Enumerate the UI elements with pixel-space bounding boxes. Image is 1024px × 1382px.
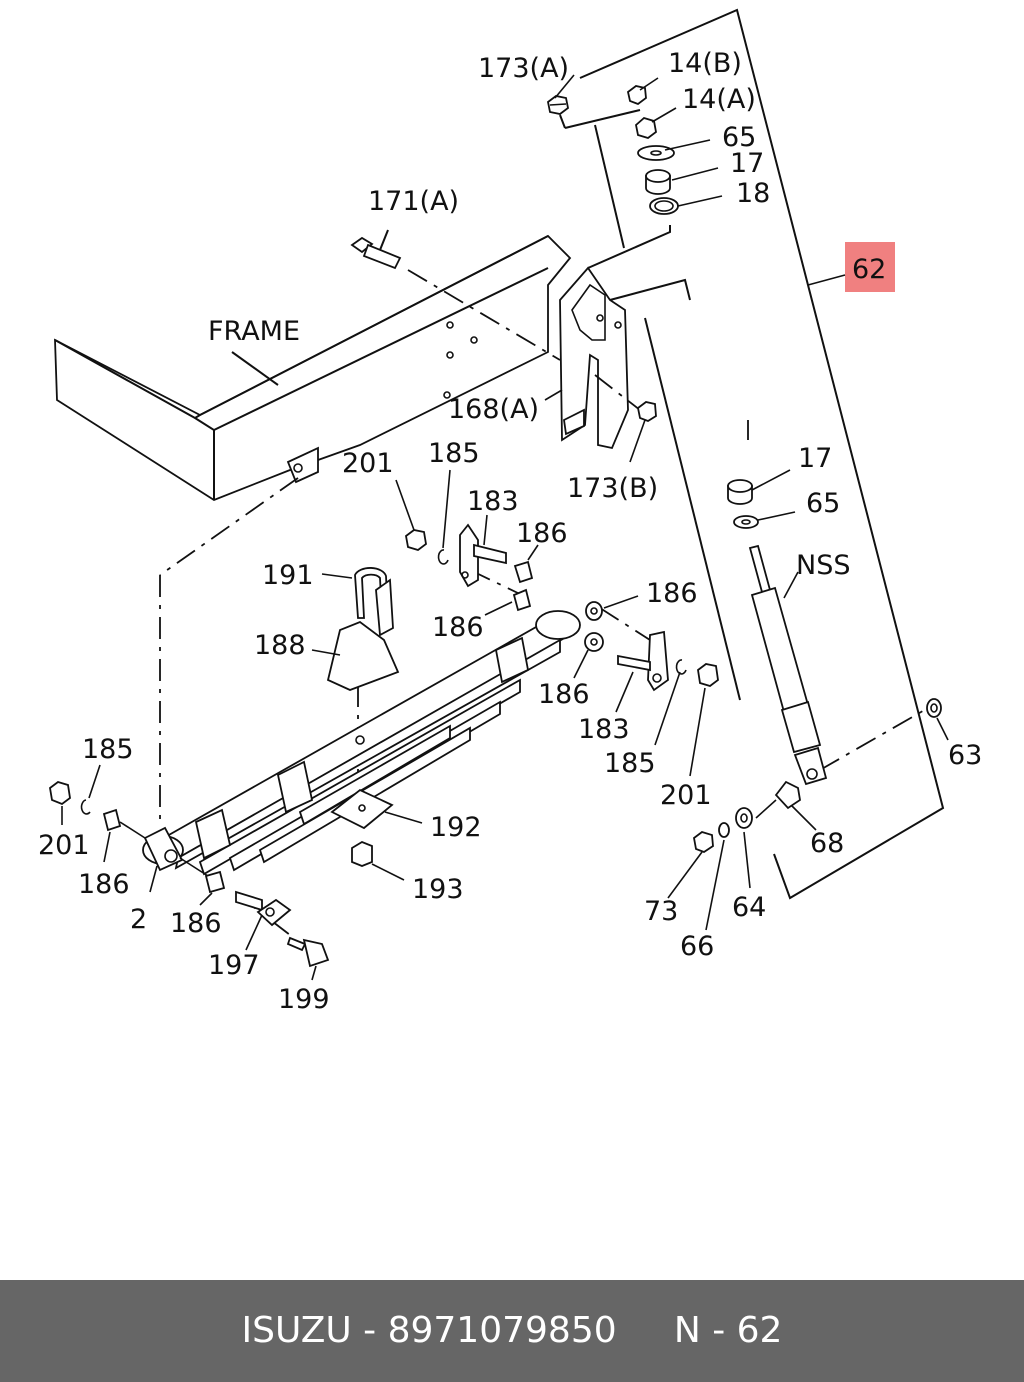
nut-201-left bbox=[49, 781, 71, 806]
callout-14b: 14(B) bbox=[668, 48, 742, 79]
callout-201-right: 201 bbox=[660, 780, 712, 811]
bushing-186-right bbox=[585, 601, 603, 621]
callout-197: 197 bbox=[208, 950, 260, 981]
callout-173b: 173(B) bbox=[567, 473, 658, 504]
spring-seat-188 bbox=[326, 620, 400, 691]
group-outline bbox=[579, 8, 945, 900]
callout-199: 199 bbox=[278, 984, 330, 1015]
callout-185-mid: 185 bbox=[428, 438, 480, 469]
label-nss: NSS bbox=[796, 550, 850, 581]
callout-201-mid: 201 bbox=[342, 448, 394, 479]
nut-193 bbox=[351, 840, 373, 867]
bushing-186-right2 bbox=[584, 632, 604, 652]
washer-65-mid bbox=[733, 515, 759, 529]
callout-66: 66 bbox=[680, 931, 714, 962]
callout-173a: 173(A) bbox=[478, 53, 569, 84]
callout-65-mid: 65 bbox=[806, 488, 840, 519]
callout-183-mid: 183 bbox=[467, 486, 519, 517]
callout-192: 192 bbox=[430, 812, 482, 843]
retainer-18 bbox=[649, 197, 679, 215]
callout-185-left: 185 bbox=[82, 734, 134, 765]
nut-201-mid bbox=[405, 529, 427, 551]
callout-186-right2: 186 bbox=[538, 679, 590, 710]
shock-absorber bbox=[748, 544, 828, 786]
bushing-186-mid2 bbox=[512, 588, 532, 612]
bolt-199 bbox=[286, 936, 330, 968]
callout-17-top: 17 bbox=[730, 148, 764, 179]
footer-bar: ISUZU - 8971079850 N - 62 bbox=[0, 1280, 1024, 1382]
washer-65-top bbox=[637, 145, 675, 161]
callout-62-highlight: 62 bbox=[845, 242, 895, 292]
bushing-68 bbox=[774, 780, 801, 810]
callout-185-right: 185 bbox=[604, 748, 656, 779]
nut-14b bbox=[626, 85, 647, 106]
clip-185-left bbox=[80, 799, 91, 815]
callout-168a: 168(A) bbox=[448, 394, 539, 425]
bushing-186-left bbox=[102, 808, 122, 832]
shackle-183-right bbox=[617, 630, 669, 692]
frame bbox=[54, 234, 572, 502]
bushing-186-low bbox=[204, 870, 226, 894]
callout-171a: 171(A) bbox=[368, 186, 459, 217]
callout-62: 62 bbox=[852, 254, 886, 285]
callout-186-left: 186 bbox=[78, 869, 130, 900]
callout-2: 2 bbox=[130, 904, 147, 935]
callout-18: 18 bbox=[736, 178, 770, 209]
parts-diagram: 173(A) 14(B) 14(A) 65 17 18 62 171(A) FR… bbox=[38, 8, 982, 1015]
washer-64 bbox=[735, 807, 753, 829]
bushing-186-mid bbox=[513, 560, 534, 584]
callout-186-mid2: 186 bbox=[432, 612, 484, 643]
callout-193: 193 bbox=[412, 874, 464, 905]
leaf-spring bbox=[142, 610, 581, 876]
bushing-17-top bbox=[645, 169, 671, 195]
nut-201-right bbox=[697, 663, 719, 687]
callout-201-left: 201 bbox=[38, 830, 90, 861]
callout-65-top: 65 bbox=[722, 122, 756, 153]
washer-66 bbox=[718, 822, 730, 838]
u-bolt-191 bbox=[354, 567, 394, 637]
nut-73 bbox=[693, 831, 714, 854]
callout-17-mid: 17 bbox=[798, 443, 832, 474]
bracket-168a bbox=[559, 225, 691, 450]
plate-192 bbox=[330, 788, 394, 830]
footer-text: ISUZU - 8971079850 N - 62 bbox=[241, 1310, 783, 1351]
shackle-183-mid bbox=[459, 523, 507, 588]
bushing-17-mid bbox=[727, 479, 753, 505]
washer-63 bbox=[926, 698, 942, 718]
callout-188: 188 bbox=[254, 630, 306, 661]
callout-183-right: 183 bbox=[578, 714, 630, 745]
callout-191: 191 bbox=[262, 560, 314, 591]
nut-173b bbox=[637, 401, 657, 422]
callout-14a: 14(A) bbox=[682, 84, 756, 115]
clip-185-mid bbox=[437, 549, 449, 565]
callout-64: 64 bbox=[732, 892, 766, 923]
callout-186-mid: 186 bbox=[516, 518, 568, 549]
callout-186-right: 186 bbox=[646, 578, 698, 609]
callout-68: 68 bbox=[810, 828, 844, 859]
label-frame: FRAME bbox=[208, 316, 300, 347]
callout-186-low: 186 bbox=[170, 908, 222, 939]
shackle-197 bbox=[235, 890, 292, 927]
callout-63: 63 bbox=[948, 740, 982, 771]
clip-185-right bbox=[675, 659, 687, 675]
bolt-171a bbox=[350, 236, 402, 270]
nut-14a bbox=[635, 116, 657, 139]
nut-173a bbox=[547, 95, 569, 115]
callout-73: 73 bbox=[644, 896, 678, 927]
